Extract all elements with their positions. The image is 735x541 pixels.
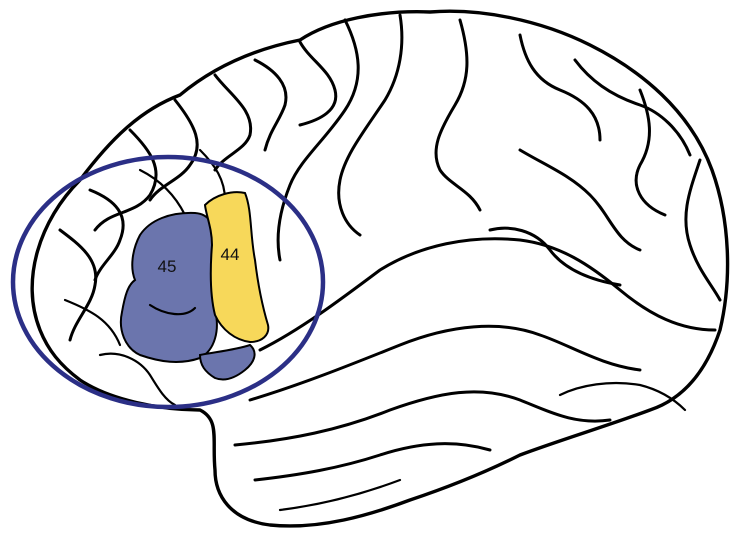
inferior-temporal-sulcus <box>235 392 610 445</box>
temporal-sulcus-2 <box>255 444 490 480</box>
area-45-label: 45 <box>158 257 177 276</box>
sulcus-5 <box>300 42 336 125</box>
sulcus-central <box>278 20 358 260</box>
frontal-fold-3 <box>65 300 120 345</box>
sulcus-10 <box>520 150 640 250</box>
frontal-fold-6 <box>200 150 225 200</box>
temporal-sulcus-3 <box>280 480 400 510</box>
temporal-notch <box>560 383 685 410</box>
sulcus-postcentral <box>436 20 480 210</box>
frontal-fold-1 <box>60 230 96 340</box>
sulcus-3 <box>215 75 251 170</box>
sulcus-1 <box>95 130 156 230</box>
sulcus-6 <box>520 35 600 140</box>
sylvian-fissure <box>260 239 715 350</box>
sulcus-precentral <box>339 15 402 235</box>
sulcus-2 <box>150 100 197 200</box>
area-44-label: 44 <box>221 245 240 264</box>
sulcus-4 <box>255 60 286 150</box>
area-45-region <box>121 213 217 362</box>
